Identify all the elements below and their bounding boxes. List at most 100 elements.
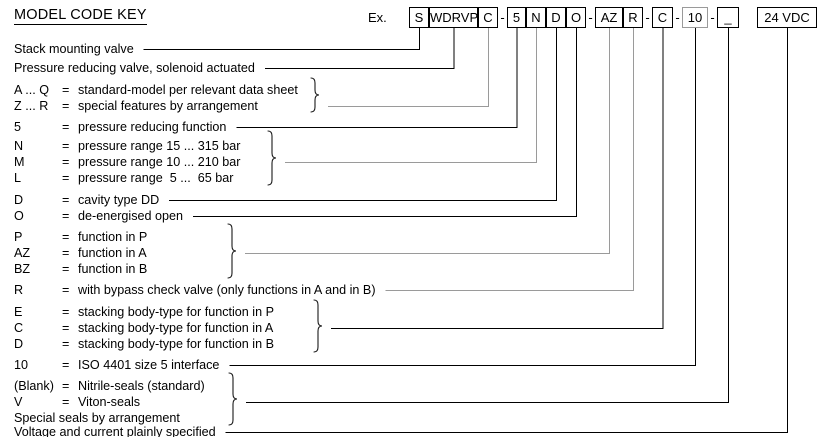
row-description: standard-model per relevant data sheet: [78, 83, 298, 97]
row-description: with bypass check valve (only functions …: [78, 283, 376, 297]
row-description: pressure reducing function: [78, 120, 227, 134]
row-description: de-energised open: [78, 209, 184, 223]
code-key-row: (Blank) = Nitrile-seals (standard): [0, 378, 420, 394]
code-key-row: 10 = ISO 4401 size 5 interface: [0, 357, 420, 373]
row-code: D: [14, 337, 24, 351]
code-segment-box: O: [566, 7, 586, 28]
row-equals: =: [62, 99, 70, 113]
row-description: Pressure reducing valve, solenoid actuat…: [14, 61, 255, 75]
code-segment-box: S: [409, 7, 429, 28]
row-description: special features by arrangement: [78, 99, 258, 113]
code-key-row: AZ=function in A: [0, 245, 420, 261]
code-key-row: BZ = function in B: [0, 261, 420, 277]
code-segment-box: R: [623, 7, 643, 28]
code-segment-box: C: [652, 7, 673, 28]
code-separator: -: [675, 10, 680, 25]
row-equals: =: [62, 283, 70, 297]
row-code: N: [14, 139, 24, 153]
code-segment-box: N: [526, 7, 546, 28]
example-label: Ex.: [368, 10, 387, 25]
row-equals: =: [62, 321, 70, 335]
code-key-row: P = function in P: [0, 229, 420, 245]
row-equals: =: [62, 337, 70, 351]
row-description: stacking body-type for function in P: [78, 305, 275, 319]
row-code: P: [14, 230, 23, 244]
code-segment-box: D: [546, 7, 566, 28]
row-description: stacking body-type for function in A: [78, 321, 274, 335]
row-equals: =: [62, 155, 70, 169]
row-description: function in B: [78, 262, 148, 276]
row-code: D: [14, 193, 24, 207]
row-description: Nitrile-seals (standard): [78, 379, 205, 393]
code-key-row: D = cavity type DD: [0, 192, 420, 208]
row-equals: =: [62, 193, 70, 207]
row-description: Viton-seals: [78, 395, 141, 409]
page-title: MODEL CODE KEY: [14, 7, 147, 25]
row-equals: =: [62, 139, 70, 153]
code-key-row: E = stacking body-type for function in P: [0, 304, 420, 320]
row-equals: =: [62, 83, 70, 97]
row-equals: =: [62, 262, 70, 276]
row-description: Special seals by arrangement: [14, 411, 180, 425]
row-code: Z ... R: [14, 99, 49, 113]
row-equals: =: [62, 246, 70, 260]
code-key-row: 5 = pressure reducing function: [0, 119, 420, 135]
row-description: Stack mounting valve: [14, 42, 134, 56]
row-equals: =: [62, 379, 70, 393]
row-code: C: [14, 321, 24, 335]
code-key-row: Voltage and current plainly specified: [0, 424, 420, 437]
code-segment-box: _: [717, 7, 739, 28]
row-description: cavity type DD: [78, 193, 160, 207]
row-equals: =: [62, 230, 70, 244]
code-key-row: N = pressure range 15 ... 315 bar: [0, 138, 420, 154]
code-segment-box: AZ: [595, 7, 623, 28]
code-key-row: O = de-energised open: [0, 208, 420, 224]
row-code: A ... Q: [14, 83, 49, 97]
code-key-row: C = stacking body-type for function in A: [0, 320, 420, 336]
code-key-row: Special seals by arrangement: [0, 410, 420, 426]
code-key-row: Stack mounting valve: [0, 41, 420, 57]
leader-line: [385, 28, 635, 292]
row-code: O: [14, 209, 24, 223]
code-key-row: R = with bypass check valve (only function…: [0, 282, 420, 298]
row-description: pressure range 15 ... 315 bar: [78, 139, 241, 153]
row-description: pressure range 5 ... 65 bar: [78, 171, 234, 185]
code-separator: -: [500, 10, 505, 25]
code-separator: -: [710, 10, 715, 25]
code-separator: -: [588, 10, 593, 25]
row-code: (Blank): [14, 379, 54, 393]
row-code: M: [14, 155, 25, 169]
row-code: 10: [14, 358, 29, 372]
code-key-row: L = pressure range 5 ... 65 bar: [0, 170, 420, 186]
row-description: pressure range 10 ... 210 bar: [78, 155, 241, 169]
code-key-row: Pressure reducing valve, solenoid actuat…: [0, 60, 420, 76]
code-segment-box: C: [478, 7, 498, 28]
row-code: R: [14, 283, 24, 297]
row-code: L: [14, 171, 22, 185]
row-description: function in P: [78, 230, 148, 244]
row-equals: =: [62, 120, 70, 134]
code-segment-box: 24 VDC: [757, 7, 817, 28]
row-equals: =: [62, 171, 70, 185]
code-key-row: V = Viton-seals: [0, 394, 420, 410]
row-code: E: [14, 305, 23, 319]
code-separator: -: [645, 10, 650, 25]
code-key-row: M = pressure range 10 ... 210 bar: [0, 154, 420, 170]
code-segment-box: WDRVP: [429, 7, 478, 28]
row-description: ISO 4401 size 5 interface: [78, 358, 220, 372]
row-description: function in A: [78, 246, 147, 260]
row-equals: =: [62, 358, 70, 372]
code-key-row: D = stacking body-type for function in B: [0, 336, 420, 352]
code-segment-box: 5: [507, 7, 526, 28]
code-key-row: A ... Q = standard-model per relevant data…: [0, 82, 420, 98]
row-description: stacking body-type for function in B: [78, 337, 275, 351]
row-equals: =: [62, 305, 70, 319]
row-code: V: [14, 395, 23, 409]
row-equals: =: [62, 209, 70, 223]
row-code: 5: [14, 120, 22, 134]
row-code: BZ: [14, 262, 31, 276]
row-equals: =: [62, 395, 70, 409]
code-key-row: Z ... R = special features by arrangement: [0, 98, 420, 114]
row-description: Voltage and current plainly specified: [14, 425, 216, 437]
